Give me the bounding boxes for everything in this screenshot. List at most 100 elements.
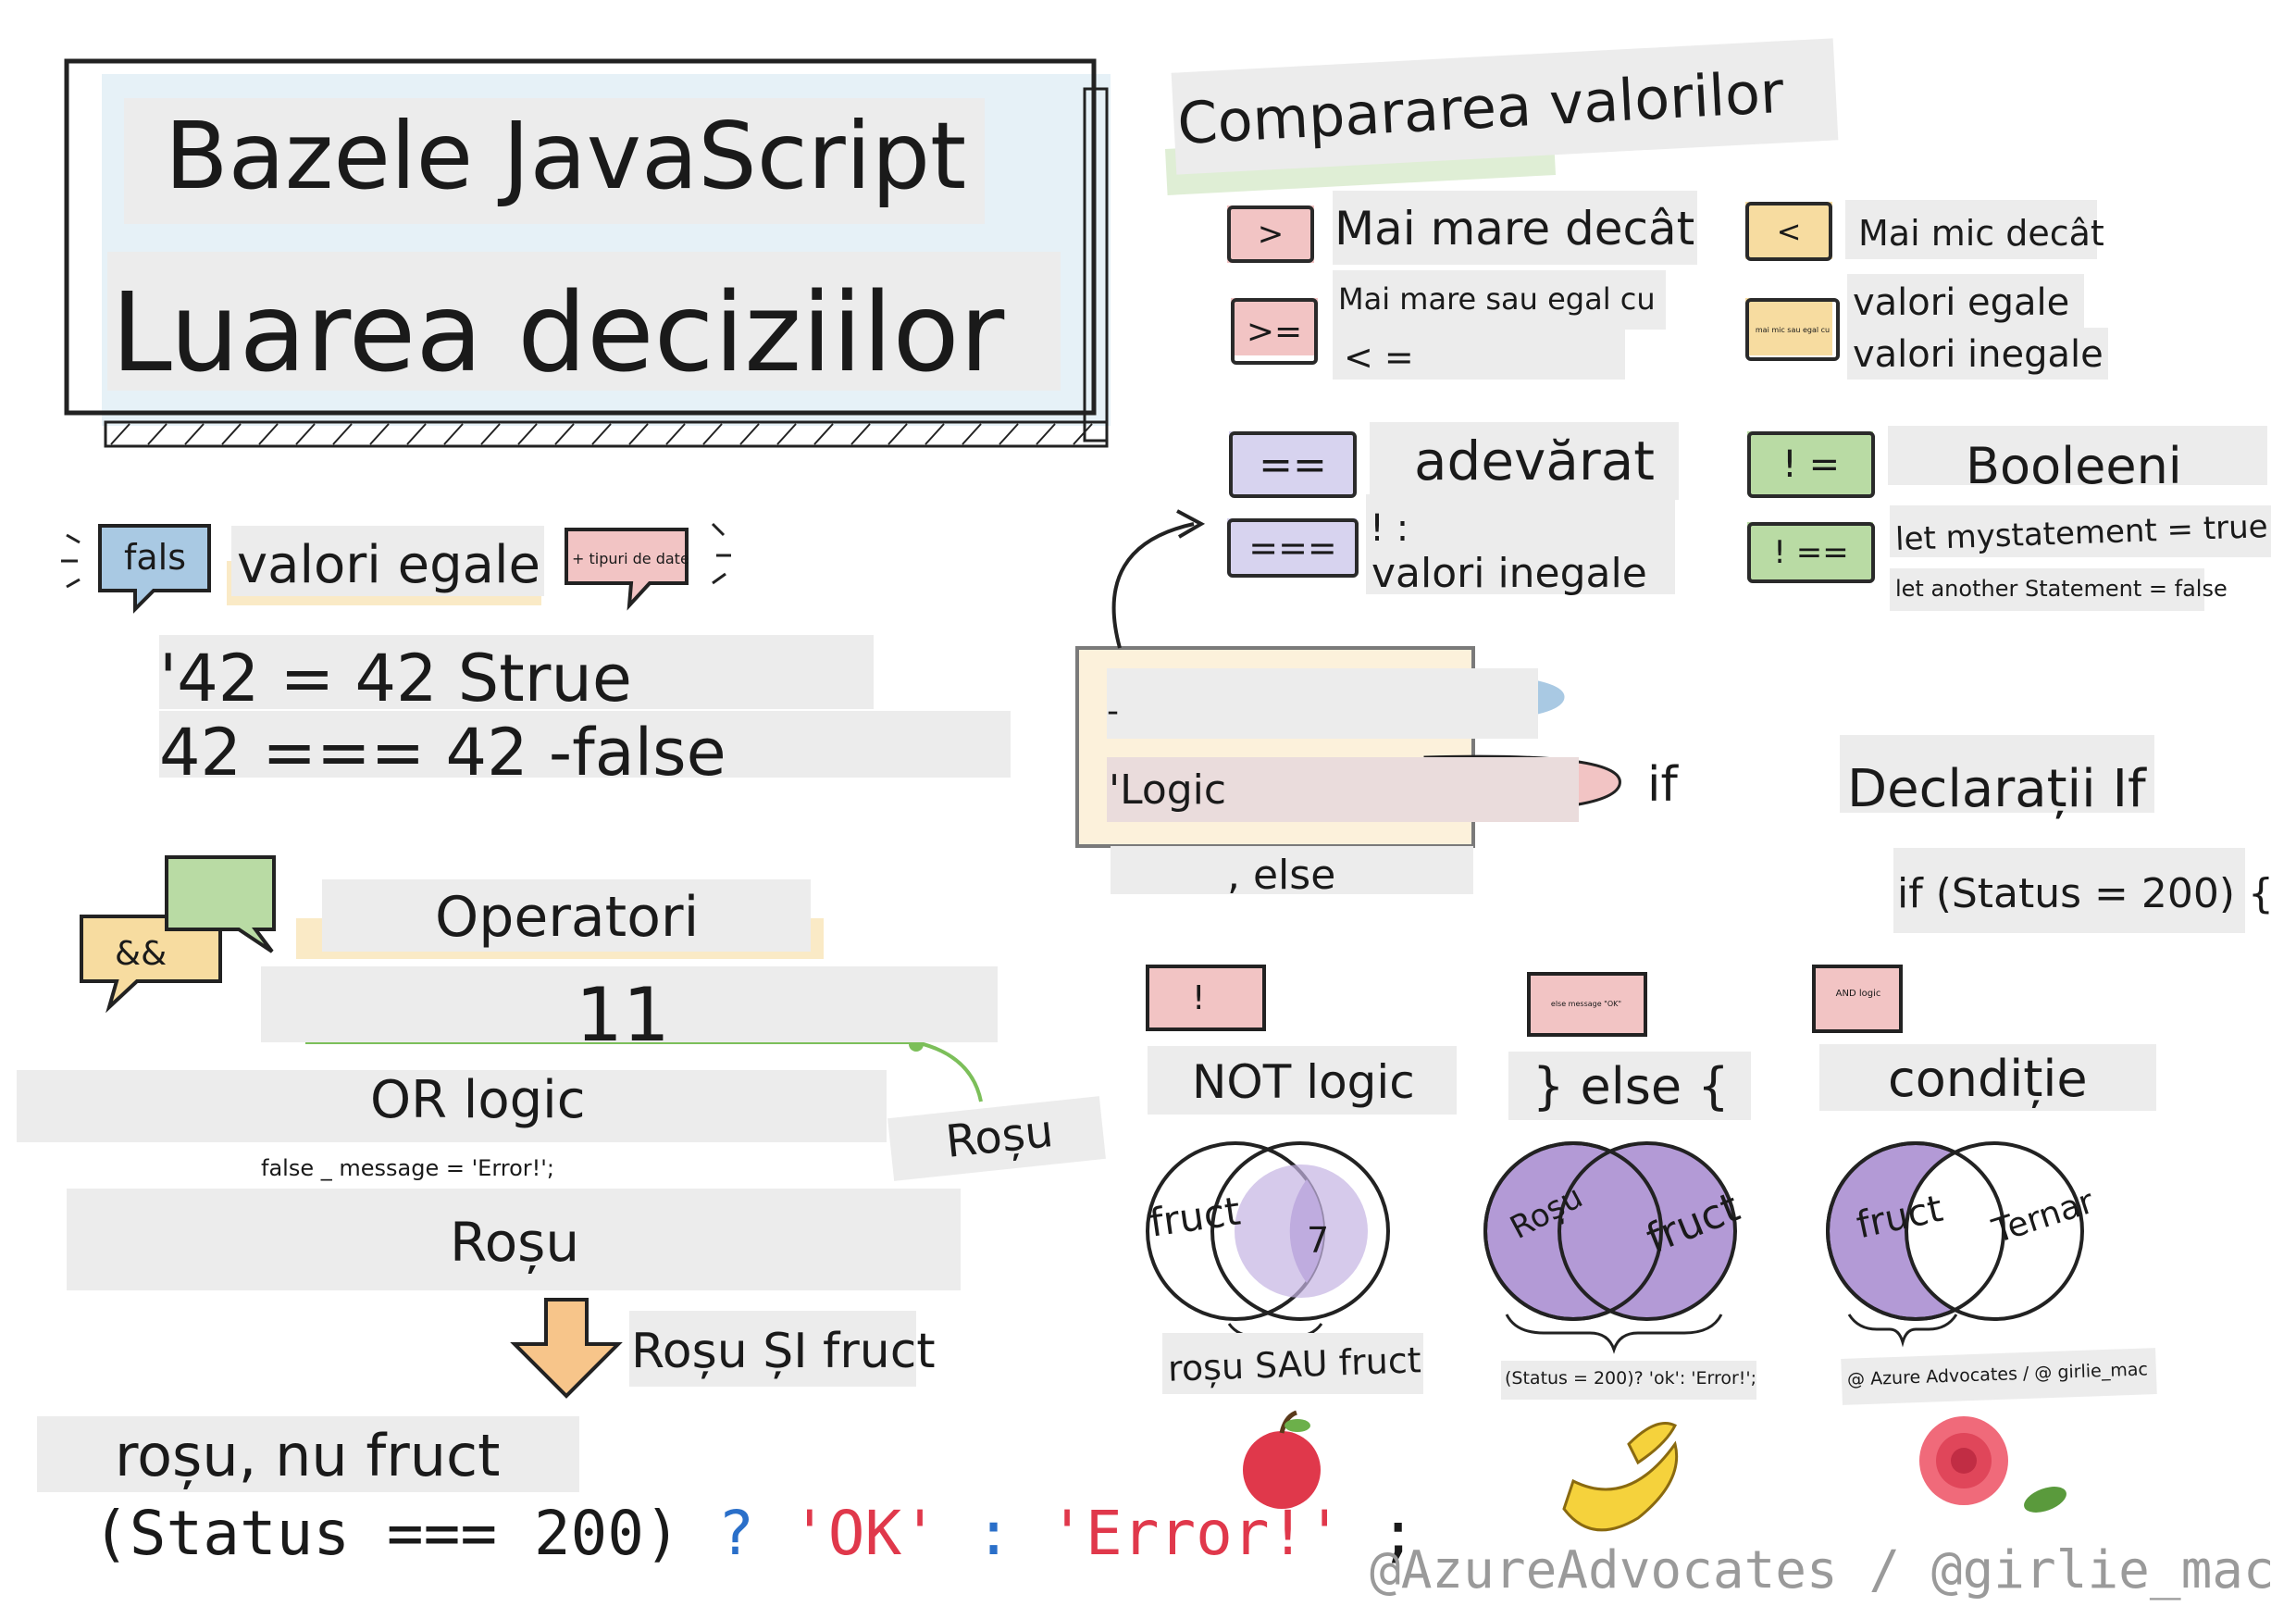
not-box (1146, 965, 1266, 1031)
valori-egale-pad (231, 526, 544, 596)
gt-symbol: > (1257, 216, 1285, 253)
gt-wash (1227, 205, 1314, 263)
let-false-pad (1890, 568, 2204, 611)
ternary-question: ? (717, 1498, 755, 1569)
logic-dash: - (1107, 692, 1119, 730)
rosu-center-pad (67, 1189, 961, 1290)
curve-arrow (1111, 522, 1195, 649)
and-box (1812, 965, 1903, 1033)
rosu-sau-fruct-pad (1162, 1333, 1423, 1394)
and-box-text: AND logic (1835, 989, 1881, 999)
banana-icon (1562, 1422, 1679, 1532)
msg-box (1527, 972, 1647, 1037)
ternary-semicolon: ; (1379, 1498, 1417, 1569)
excl-pad (1366, 494, 1675, 594)
rosu-si-fruct-label: Roșu ȘI fruct (631, 1324, 936, 1379)
logic-label: 'Logic (1109, 766, 1227, 814)
and-bubble-label: && (115, 935, 168, 973)
not-logic-label: NOT logic (1192, 1055, 1415, 1109)
eqeq-wash (1229, 431, 1355, 494)
adevarat-label: adevărat (1414, 430, 1656, 492)
ternary-error: 'Error!' (1049, 1498, 1344, 1569)
neqeq-symbol: ! == (1773, 534, 1849, 571)
gte-label-pad (1333, 270, 1666, 330)
credit-big: @AzureAdvocates / @girlie_mac (1370, 1540, 2275, 1600)
else-block-label: } else { (1533, 1057, 1730, 1115)
valori-inegale-right-pad (1847, 328, 2108, 380)
eqeqeq-wash (1227, 518, 1357, 574)
lte-label: < = (1344, 337, 1414, 378)
page-title: Bazele JavaScript (165, 102, 967, 210)
neq-symbol-box: ! = (1747, 431, 1875, 498)
eqeq-symbol: == (1259, 441, 1327, 489)
status-ternary: (Status = 200)? 'ok': 'Error!'; (1505, 1368, 1757, 1389)
lte-wash (1745, 298, 1832, 355)
emphasis-ticks (61, 522, 731, 589)
eqeqeq-symbol: === (1248, 528, 1337, 568)
gte-wash (1231, 298, 1318, 355)
brace-2 (1505, 1314, 1723, 1354)
valori-inegale-right: valori inegale (1853, 333, 2104, 376)
title-frame (64, 58, 1097, 416)
venn-and (1826, 1141, 2084, 1321)
venn1-right-label: 7 (1307, 1220, 1330, 1261)
lte-symbol-box: mai mic sau egal cu (1745, 298, 1840, 361)
tipuri-label: + tipuri de date (572, 550, 689, 567)
page-subtitle: Luarea deciziilor (111, 268, 1005, 396)
ternary-ok: 'OK' (791, 1498, 938, 1569)
or-logic-pad (17, 1070, 887, 1142)
fals-bubble-shape (98, 524, 211, 614)
lt-label-pad (1845, 200, 2097, 259)
curve-arrow-head (1176, 509, 1206, 539)
brace-3 (1847, 1314, 1958, 1348)
not-symbol: ! (1192, 979, 1206, 1017)
rosu-si-fruct-pad (629, 1311, 916, 1387)
title-hatch (110, 423, 1093, 445)
booleeni-pad (1888, 426, 2267, 485)
msg-box-text: else message "OK" (1550, 1000, 1622, 1008)
rosu-center-label: Roșu (450, 1211, 580, 1274)
eq-line1: '42 = 42 Strue (159, 641, 632, 716)
let-false-label: let another Statement = false (1895, 576, 2228, 602)
lte-label-pad (1333, 330, 1625, 380)
valori-egale-right: valori egale (1853, 281, 2070, 324)
title-line1-pad (124, 98, 985, 224)
gte-symbol: >= (1246, 312, 1303, 351)
or-bubble-shape (165, 855, 276, 953)
operatori-pad (322, 879, 811, 952)
rose-icon (1919, 1416, 2066, 1513)
rosu-nu-fruct-pad (37, 1416, 579, 1492)
let-true-pad (1890, 505, 2271, 557)
lt-label: Mai mic decât (1858, 213, 2104, 254)
valori-inegale-2: valori inegale (1371, 550, 1647, 597)
venn-or (1483, 1141, 1737, 1321)
apple-icon (1243, 1410, 1321, 1509)
down-arrow-icon (510, 1298, 623, 1399)
lte-box-text: mai mic sau egal cu (1755, 325, 1831, 334)
gt-symbol-box: > (1227, 205, 1314, 263)
eleven-label: 11 (576, 972, 670, 1058)
if-status: if (Status = 200) { (1897, 870, 2275, 917)
not-logic-pad (1148, 1046, 1457, 1115)
ternary-code: (Status === 200) (93, 1498, 681, 1569)
conditie-pad (1819, 1044, 2156, 1111)
declaratii-pad (1840, 735, 2154, 813)
eq-line1-pad (159, 635, 874, 709)
valori-egale-label: valori egale (237, 535, 540, 595)
declaratii-if: Declarații If (1847, 759, 2146, 819)
neqeq-symbol-box: ! == (1747, 522, 1875, 583)
eqeq-symbol-box: == (1229, 431, 1357, 498)
else-block-pad (1508, 1052, 1751, 1120)
or-logic-label: OR logic (370, 1070, 586, 1130)
logic-row1-pad (1107, 668, 1538, 739)
booleeni-label: Booleeni (1966, 437, 2182, 495)
if-label: if (1647, 757, 1678, 813)
gt-label: Mai mare decât (1334, 202, 1695, 255)
tipuri-bubble-shape (565, 528, 689, 611)
neq-symbol: ! = (1781, 443, 1841, 486)
eq-line2-pad (159, 711, 1011, 778)
ternary-line: (Status === 200) ? 'OK' : 'Error!' ; (93, 1498, 1417, 1569)
operatori-label: Operatori (435, 885, 700, 950)
title-line2-pad (107, 252, 1061, 391)
title-shadow-right (1083, 87, 1109, 442)
